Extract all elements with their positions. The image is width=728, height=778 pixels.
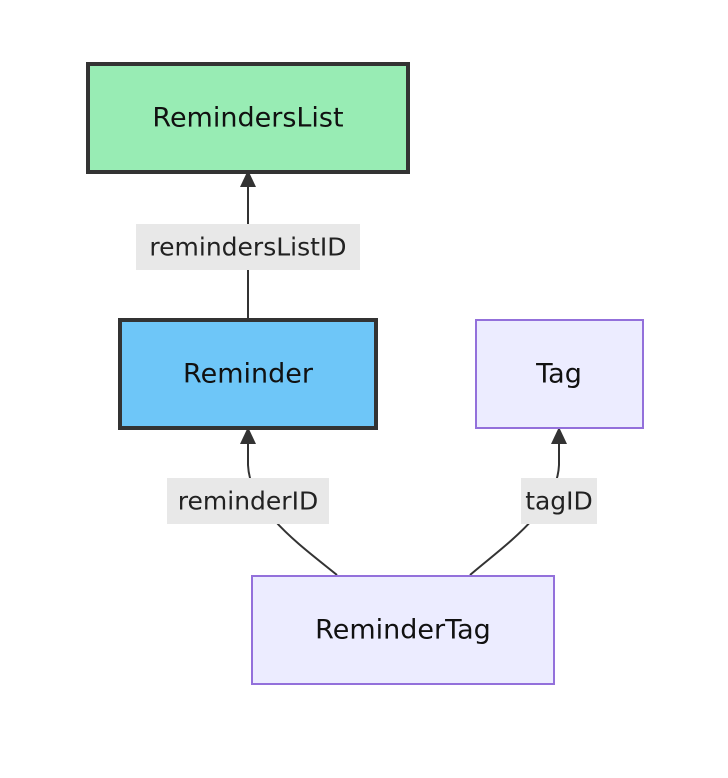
node-label-tag: Tag — [535, 359, 582, 390]
edge-tag-id: tagID — [469, 427, 597, 576]
edge-label-reminders-list-id: remindersListID — [149, 233, 346, 262]
arrow-head-tag-id — [551, 427, 567, 444]
node-box-reminder-tag — [251, 575, 555, 685]
node-label-reminder-tag: ReminderTag — [315, 615, 491, 646]
node-box-reminders-list — [86, 62, 410, 174]
edge-label-bg-reminders-list-id — [136, 224, 360, 270]
edge-reminders-list-id: remindersListID — [136, 170, 360, 320]
edge-label-bg-tag-id — [521, 478, 597, 524]
node-box-tag — [475, 319, 644, 429]
edge-label-tag-id: tagID — [525, 487, 593, 516]
node-reminders-list: RemindersList — [86, 62, 410, 174]
node-label-reminder: Reminder — [183, 359, 314, 390]
arrow-head-reminders-list-id — [240, 170, 256, 187]
node-box-reminder — [118, 318, 378, 430]
node-tag: Tag — [475, 319, 644, 429]
node-reminder: Reminder — [118, 318, 378, 430]
node-reminder-tag: ReminderTag — [251, 575, 555, 685]
arrow-head-reminder-id — [240, 427, 256, 444]
edge-label-bg-reminder-id — [167, 478, 329, 524]
edge-label-reminder-id: reminderID — [178, 487, 318, 516]
edge-reminder-id: reminderID — [167, 427, 338, 576]
node-label-reminders-list: RemindersList — [152, 103, 343, 134]
